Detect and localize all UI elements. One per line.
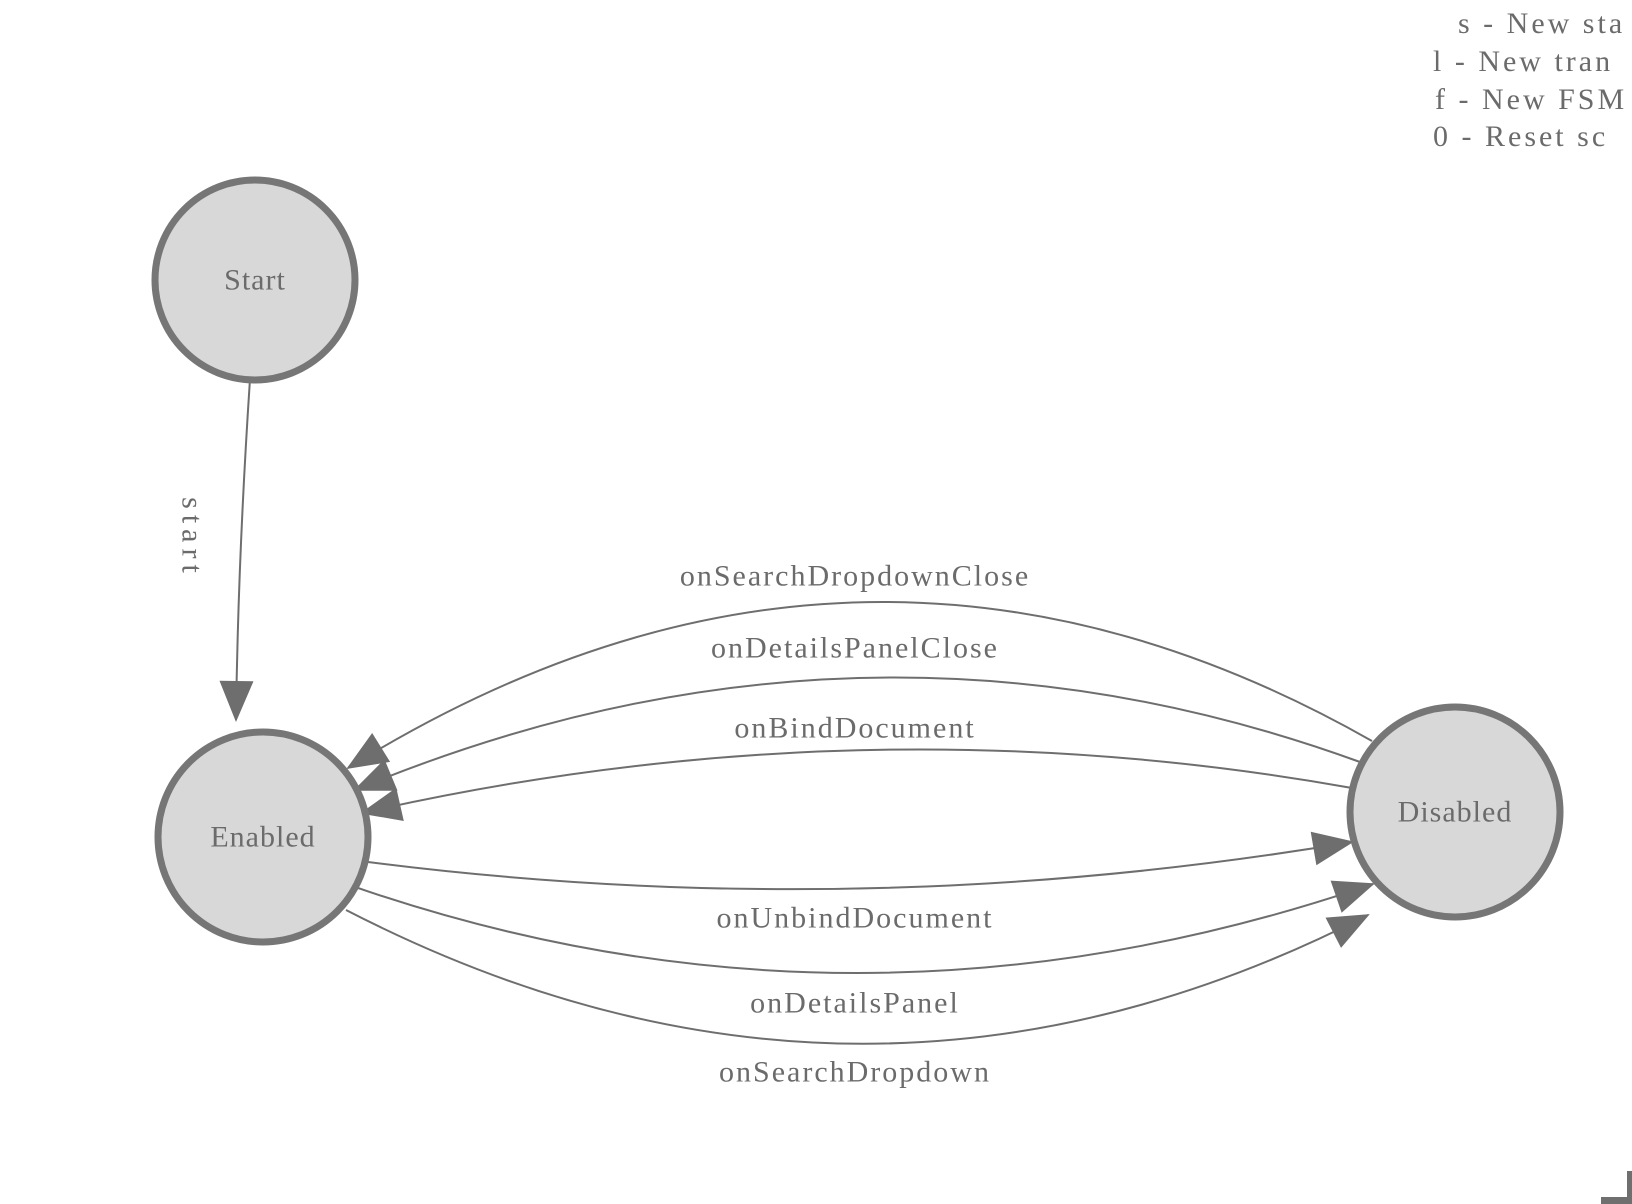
transition-onDetailsPanelClose-label: onDetailsPanelClose — [711, 632, 999, 665]
state-node-disabled-circle[interactable] — [1346, 703, 1564, 921]
transition-onSearchDropdown: onSearchDropdown — [345, 909, 1370, 1089]
canvas-corner-mark-vertical — [1627, 1171, 1632, 1204]
transition-onBindDocument-path[interactable] — [360, 748, 1353, 821]
state-node-enabled-circle[interactable] — [154, 728, 372, 946]
transition-onDetailsPanelClose: onDetailsPanelClose — [353, 632, 1361, 791]
legend-shortcut-new-transition: l - New tran — [1433, 45, 1614, 78]
state-node-disabled: Disabled — [1346, 703, 1564, 921]
transition-onDetailsPanel-label: onDetailsPanel — [750, 987, 960, 1020]
state-node-enabled-label: Enabled — [210, 821, 315, 854]
transition-onUnbindDocument-path[interactable] — [367, 831, 1354, 891]
state-node-enabled: Enabled — [154, 728, 372, 946]
state-node-start-label: Start — [224, 264, 286, 297]
transition-onDetailsPanelClose-path[interactable] — [353, 676, 1361, 791]
legend-shortcut-new-state: s - New sta — [1458, 7, 1626, 40]
state-node-start: Start — [151, 176, 359, 384]
transition-onSearchDropdownClose: onSearchDropdownClose — [346, 560, 1373, 770]
transition-onBindDocument: onBindDocument — [360, 712, 1353, 821]
transition-start: start — [176, 378, 254, 722]
transition-onDetailsPanel: onDetailsPanel — [357, 880, 1375, 1020]
transition-onUnbindDocument: onUnbindDocument — [367, 831, 1354, 935]
transition-onBindDocument-label: onBindDocument — [734, 712, 975, 745]
transition-onSearchDropdownClose-path[interactable] — [346, 600, 1373, 770]
transition-onSearchDropdown-label: onSearchDropdown — [719, 1056, 991, 1089]
canvas-corner-mark-horizontal — [1601, 1197, 1632, 1204]
transition-onSearchDropdown-path[interactable] — [345, 909, 1370, 1045]
state-node-disabled-label: Disabled — [1398, 796, 1513, 829]
transition-onUnbindDocument-label: onUnbindDocument — [717, 902, 994, 935]
transition-start-label: start — [176, 497, 209, 579]
transition-onSearchDropdownClose-label: onSearchDropdownClose — [680, 560, 1030, 593]
transition-start-path[interactable] — [219, 378, 254, 722]
legend-shortcut-new-fsm: f - New FSM — [1435, 83, 1628, 116]
state-node-start-circle[interactable] — [151, 176, 359, 384]
legend-shortcut-reset: 0 - Reset sc — [1433, 120, 1609, 153]
transition-onDetailsPanel-path[interactable] — [357, 880, 1375, 974]
